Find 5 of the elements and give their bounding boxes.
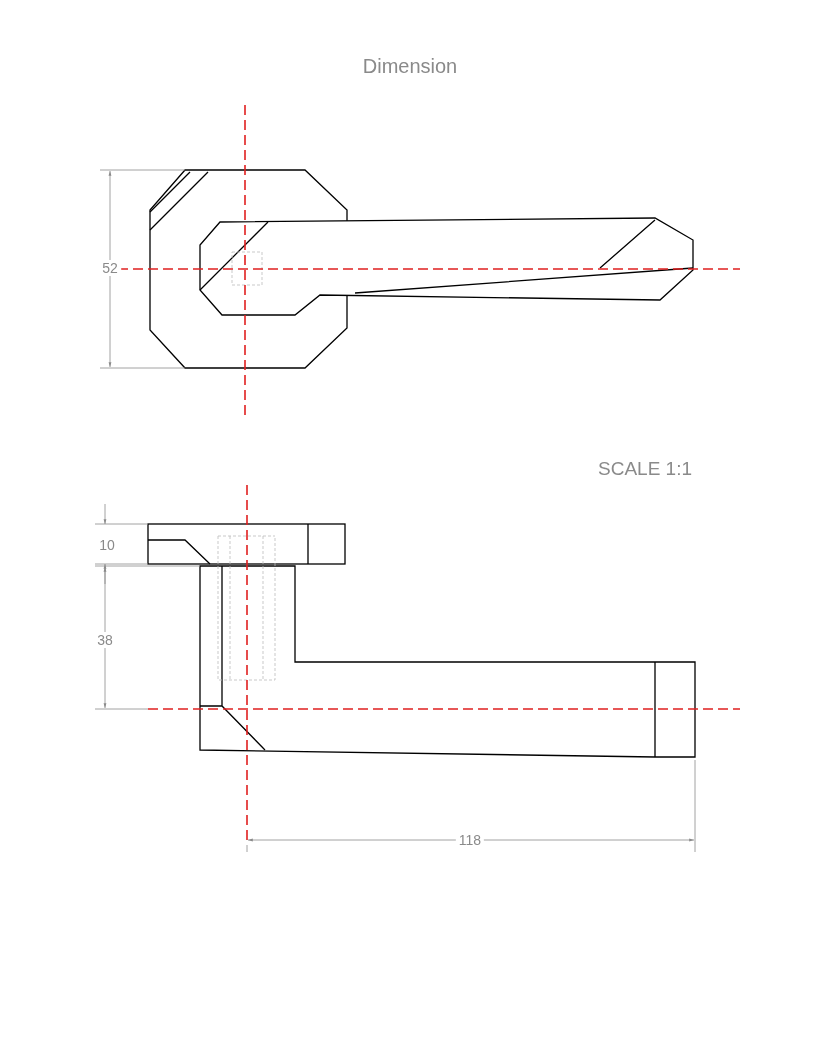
dimension-label: 38 <box>94 632 116 648</box>
dimension-label: 52 <box>99 260 121 276</box>
scale-note: SCALE 1:1 <box>598 458 692 480</box>
title: Dimension <box>362 54 458 78</box>
dimension-label: 118 <box>455 832 485 848</box>
